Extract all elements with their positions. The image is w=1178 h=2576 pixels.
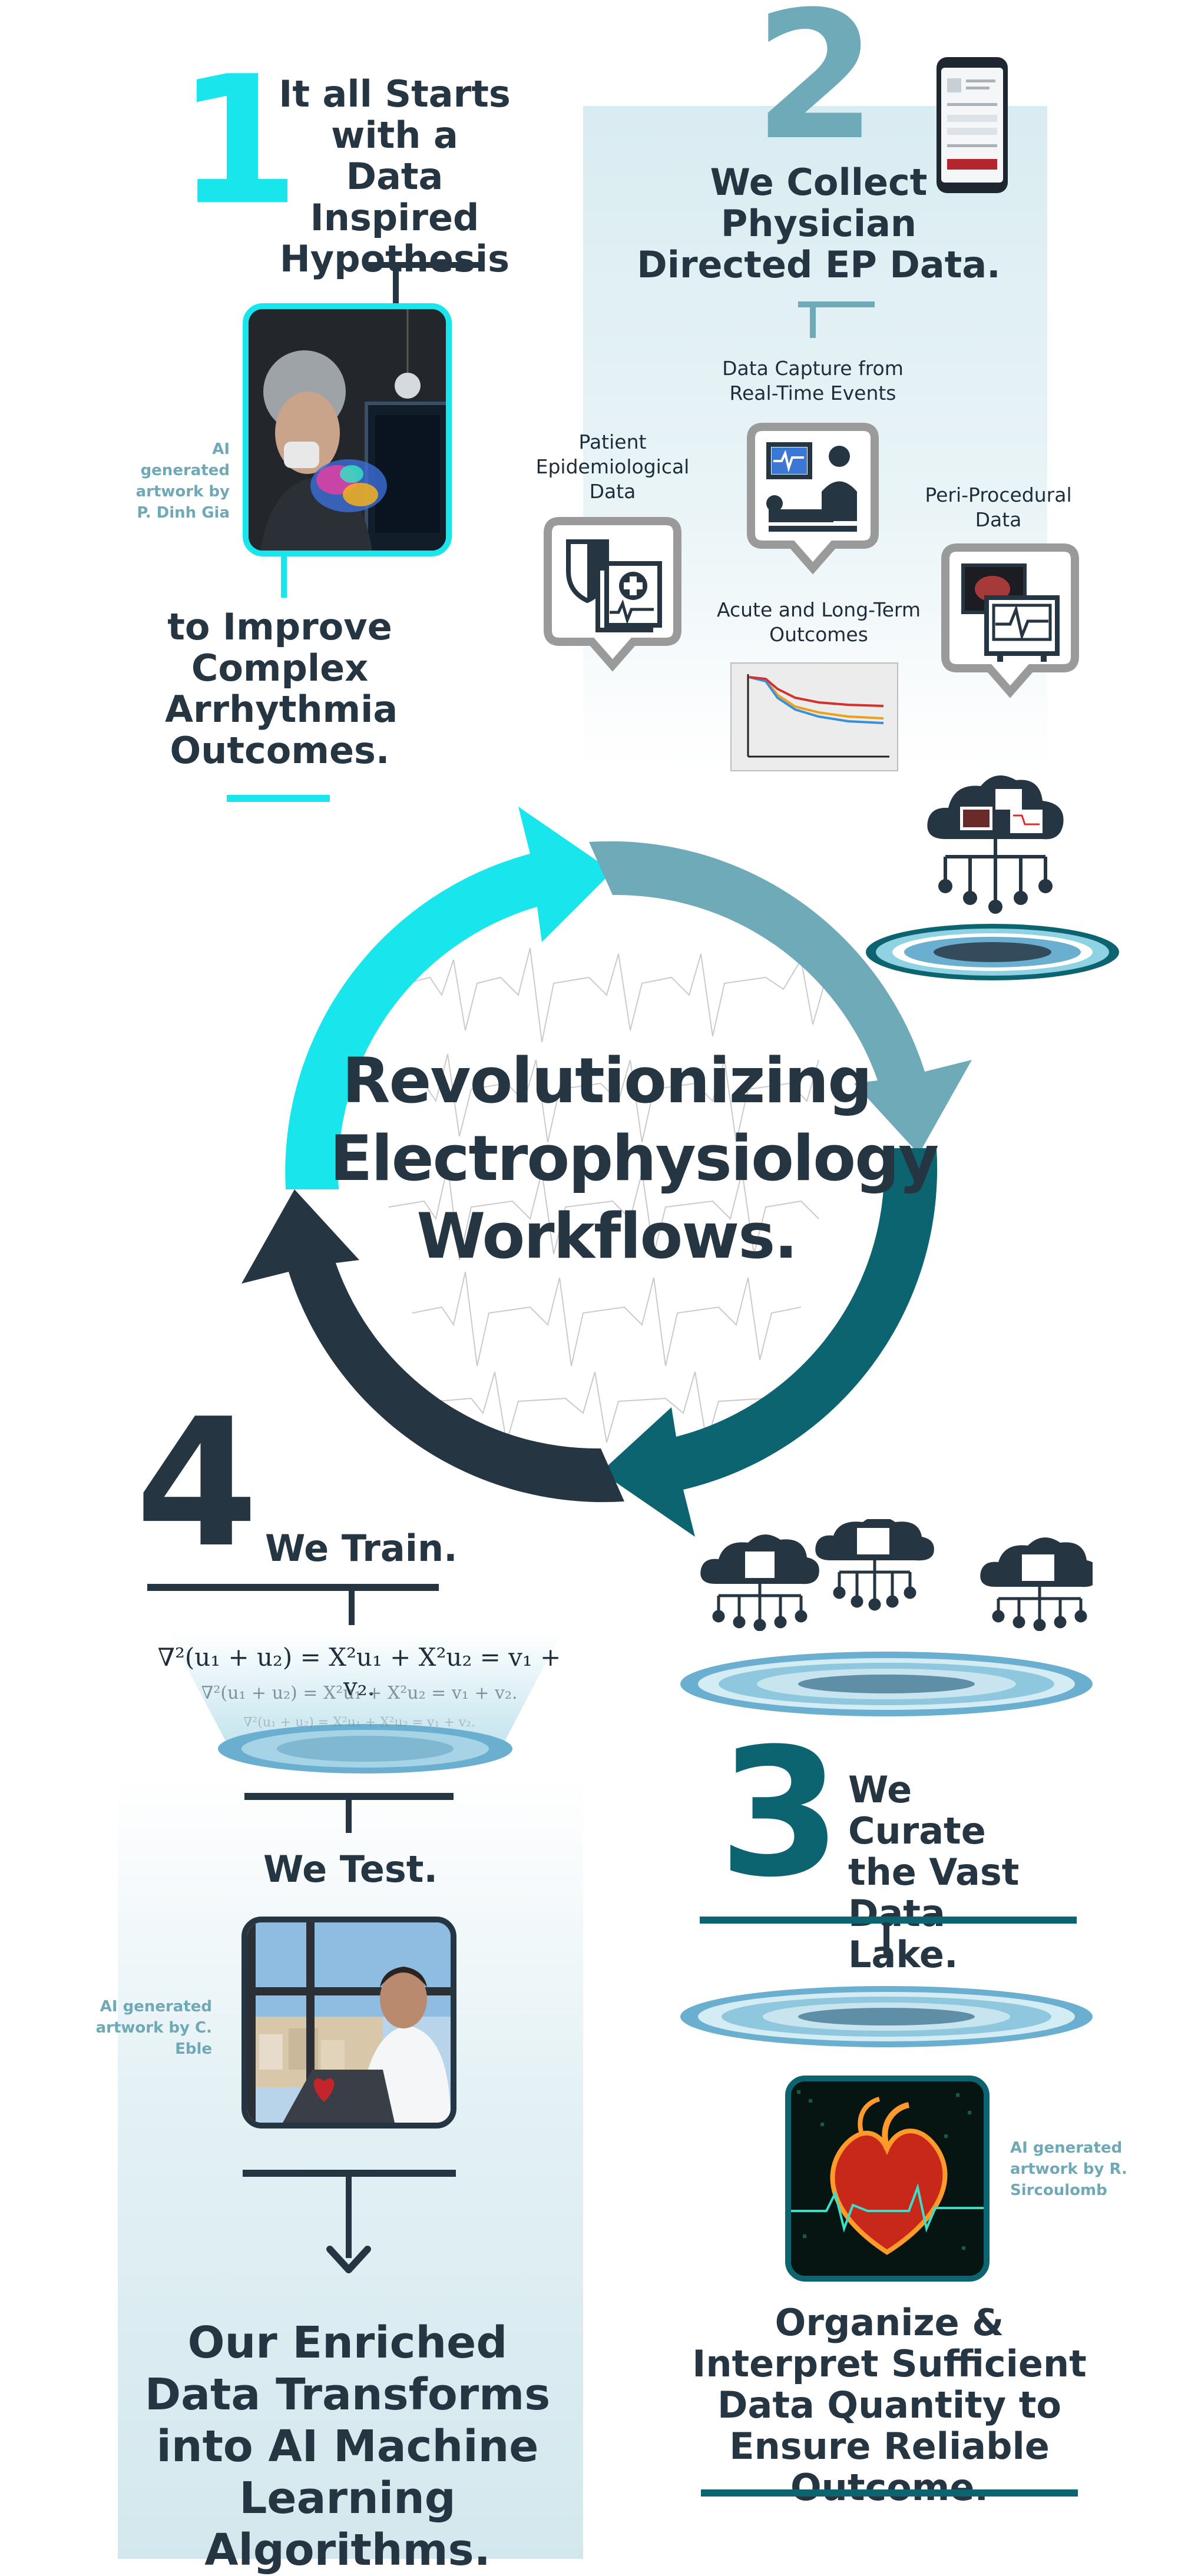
step1-underline <box>227 795 330 802</box>
acute-outcomes-label: Acute and Long-Term Outcomes <box>716 598 921 646</box>
step4-final-bar <box>243 2170 456 2177</box>
step4-train-label: We Train. <box>265 1527 458 1570</box>
down-arrow-icon <box>325 2243 372 2282</box>
step1-connector-top-stem <box>393 262 399 304</box>
step4-train-stem <box>349 1590 355 1625</box>
outcome-curve-chart-icon <box>730 662 898 774</box>
ecg-background-icon <box>388 947 825 1443</box>
training-equation: ∇²(u₁ + u₂) = X²u₁ + X²u₂ = v₁ + v₂. <box>157 1643 561 1701</box>
training-funnel-pool-icon <box>168 1631 562 1781</box>
peri-procedural-label: Peri-Procedural Data <box>925 483 1072 531</box>
step4-subtitle: Our Enriched Data Transforms into AI Mac… <box>144 2318 551 2575</box>
patient-data-speech-icon <box>542 515 683 689</box>
step3-title: We Curate the Vast Data Lake. <box>848 1768 1020 1976</box>
step4-number: 4 <box>135 1381 259 1586</box>
center-title: Revolutionizing Electrophysiology Workfl… <box>330 1045 939 1272</box>
step2-title: We Collect Physician Directed EP Data. <box>637 161 1001 286</box>
scientist-artwork-icon <box>249 309 446 551</box>
step1-subtitle: to Improve Complex Arrhythmia Outcomes. <box>165 605 398 772</box>
cycle-arrow-teal-light <box>589 841 972 1154</box>
step3-pool-icon <box>677 1984 1096 2052</box>
cycle-arrow-teal-dark <box>601 1148 938 1537</box>
step4-train-bar <box>147 1584 439 1591</box>
step4-panel <box>118 1778 583 2559</box>
cloud-network-icon <box>922 765 1069 921</box>
step1-credit: AI generated artwork by P. Dinh Gia <box>135 440 230 522</box>
step3-data-lake-pool-icon <box>677 1649 1096 1722</box>
step2-underline-stem <box>810 301 816 338</box>
cycle-arrow-navy <box>241 1189 624 1503</box>
step3-bar <box>700 1917 1077 1924</box>
step3-credit: AI generated artwork by R. Sircoulomb <box>1010 2139 1127 2199</box>
step3-artwork-image <box>785 2076 990 2282</box>
hospital-clouds-icon <box>698 1516 1099 1634</box>
cycle-arrow-cyan <box>285 807 613 1189</box>
glowing-heart-artwork-icon <box>791 2081 984 2276</box>
data-capture-speech-icon <box>745 421 881 589</box>
step1-artwork-image <box>243 303 452 556</box>
step1-connector-top <box>365 262 483 268</box>
step4-test-label: We Test. <box>263 1848 438 1891</box>
step3-stem <box>884 1922 889 1958</box>
step2-underline <box>798 301 875 307</box>
step3-number: 3 <box>719 1710 842 1916</box>
data-capture-label: Data Capture from Real-Time Events <box>722 357 904 405</box>
step4-test-stem <box>346 1799 352 1833</box>
step4-artwork-image <box>241 1917 456 2129</box>
step4-test-bar <box>244 1793 454 1800</box>
peri-procedural-speech-icon <box>939 542 1081 715</box>
step1-number: 1 <box>177 38 300 244</box>
step3-underline <box>701 2489 1078 2497</box>
step3-subtitle: Organize & Interpret Sufficient Data Qua… <box>692 2301 1087 2509</box>
doctor-laptop-artwork-icon <box>247 1922 451 2123</box>
training-equation-echo-2: ∇²(u₁ + u₂) = X²u₁ + X²u₂ = v₁ + v₂. <box>243 1715 475 1730</box>
phone-icon <box>935 56 1009 197</box>
step2-number: 2 <box>754 0 877 179</box>
step1-connector-bottom <box>281 556 287 598</box>
patient-data-label: Patient Epidemiological Data <box>535 430 690 503</box>
step1-title: It all Starts with a Data Inspired Hypot… <box>279 72 511 280</box>
data-lake-pool-icon <box>863 921 1122 986</box>
step4-final-stem <box>346 2176 352 2258</box>
training-equation-echo-1: ∇²(u₁ + u₂) = X²u₁ + X²u₂ = v₁ + v₂. <box>201 1683 518 1703</box>
cycle-diagram <box>236 783 978 1551</box>
step4-credit: AI generated artwork by C. Eble <box>95 1998 212 2058</box>
